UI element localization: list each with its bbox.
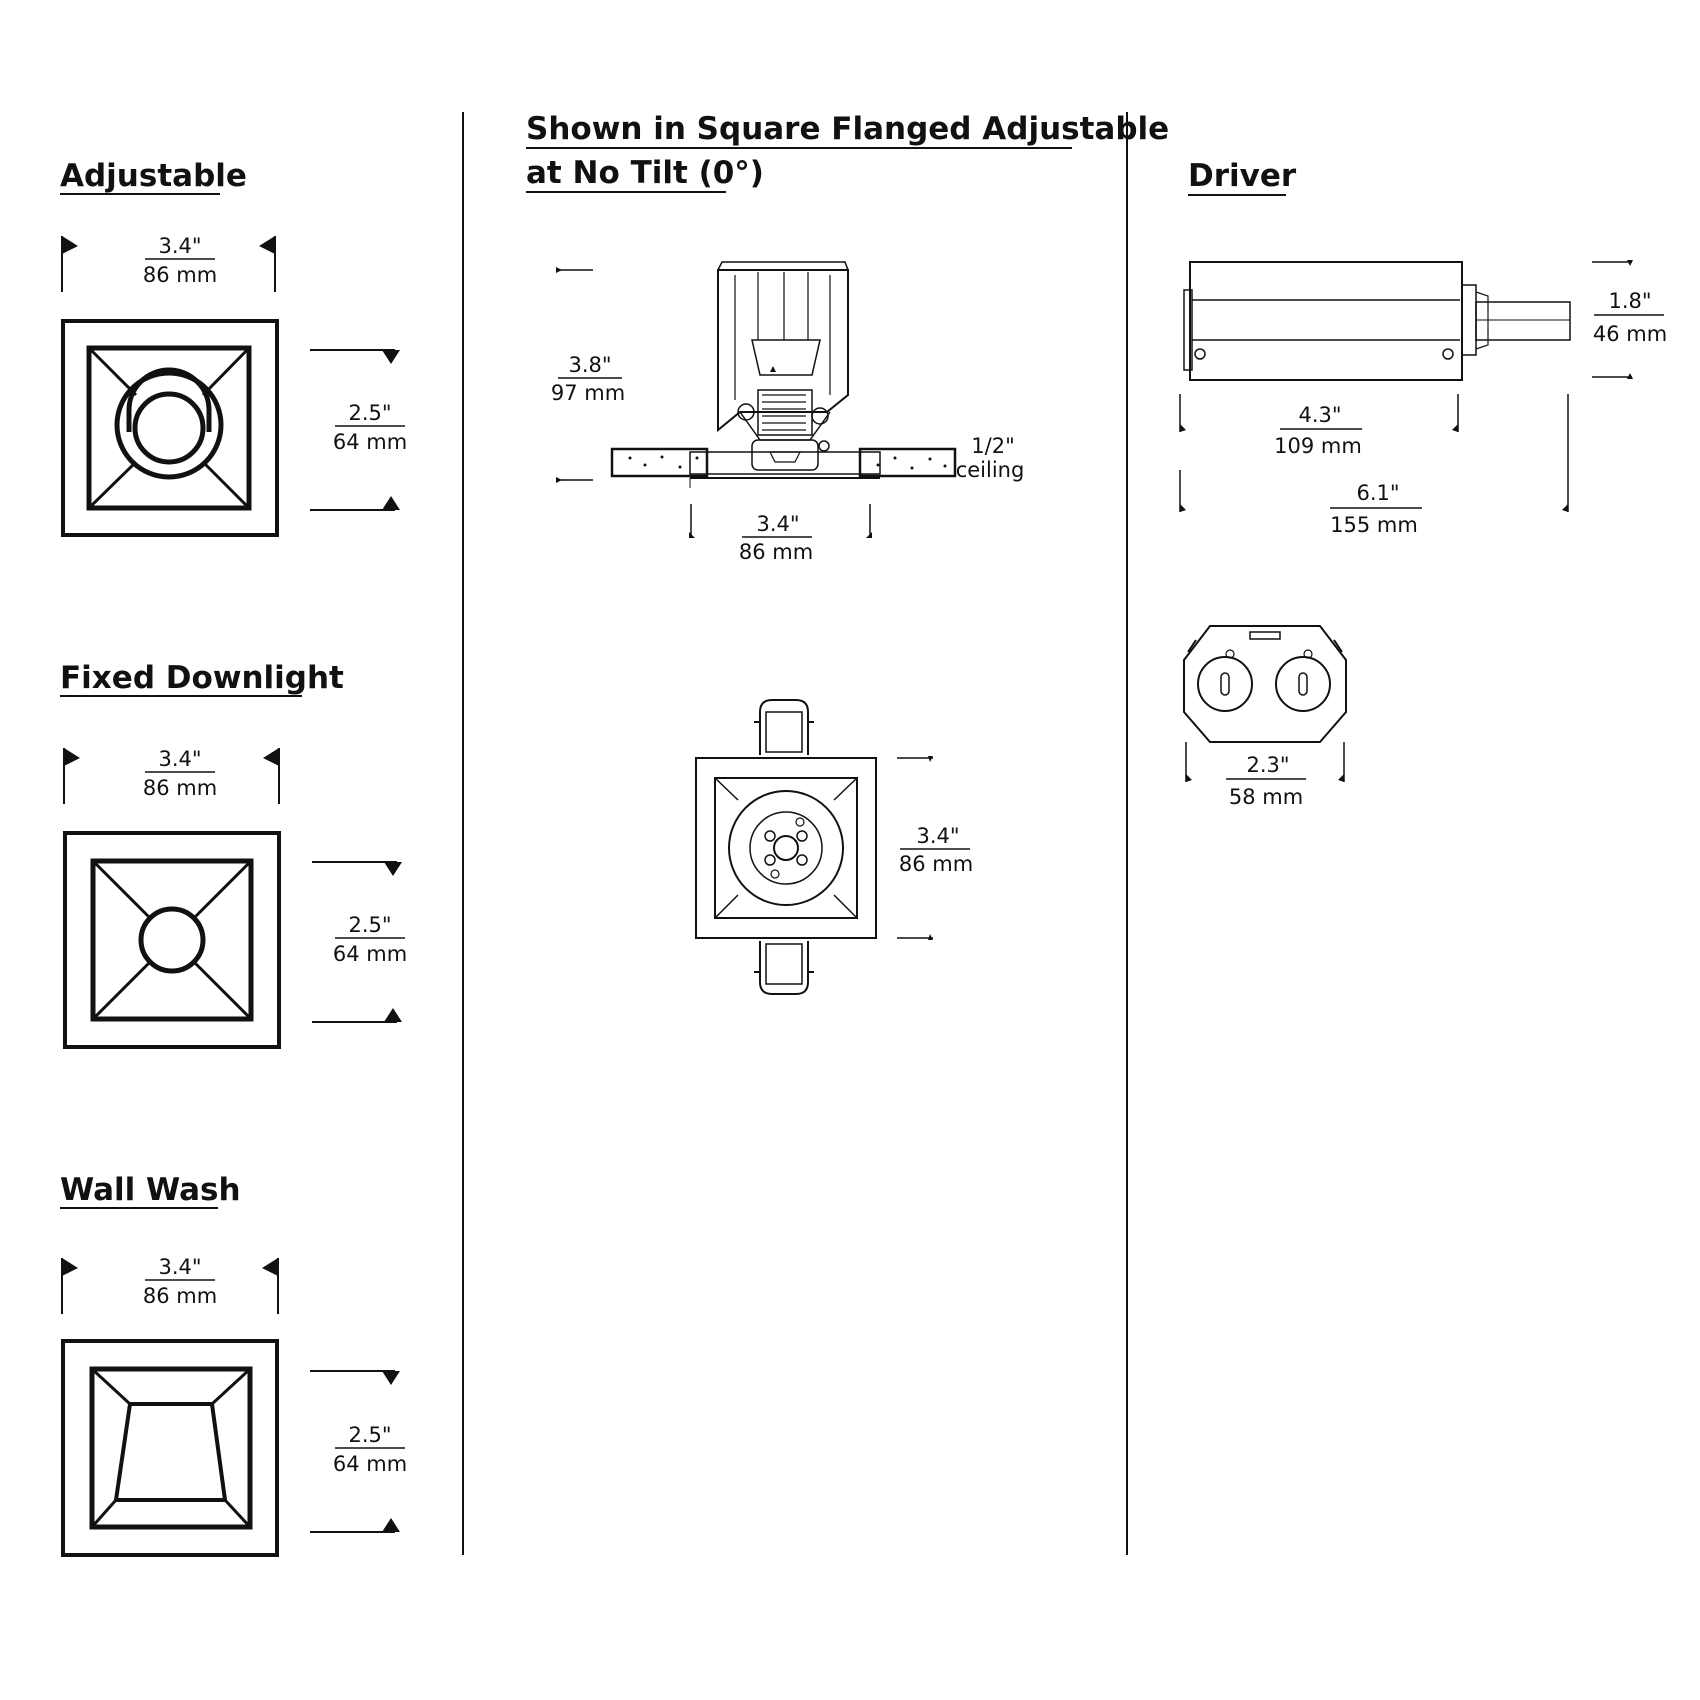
center-ceiling-label: ceiling (956, 458, 1025, 482)
adjustable-title: Adjustable (60, 158, 247, 194)
fixed-downlight-trim-drawing (63, 831, 281, 1049)
driver-end-width-mm: 58 mm (1229, 785, 1303, 809)
adjustable-section: Adjustable 3.4" 86 mm 2.5" 64 mm (60, 158, 407, 537)
driver-body-length-in: 4.3" (1298, 403, 1341, 427)
adjustable-width-in: 3.4" (158, 234, 201, 258)
center-section: Shown in Square Flanged Adjustable at No… (526, 111, 1169, 995)
driver-height-in: 1.8" (1608, 289, 1651, 313)
fixed-downlight-title: Fixed Downlight (60, 660, 344, 696)
center-plan-height-mm: 86 mm (899, 852, 973, 876)
driver-height-mm: 46 mm (1593, 322, 1667, 346)
wall-wash-section: Wall Wash 3.4" 86 mm 2.5" 64 mm (60, 1172, 407, 1557)
driver-end-width-in: 2.3" (1246, 753, 1289, 777)
center-ceiling-thickness: 1/2" (971, 434, 1014, 458)
driver-end-view (1183, 625, 1347, 743)
fixed-downlight-height-in: 2.5" (348, 913, 391, 937)
adjustable-width-mm: 86 mm (143, 263, 217, 287)
wall-wash-height-mm: 64 mm (333, 1452, 407, 1476)
adjustable-trim-drawing (61, 319, 279, 537)
center-plan-height-in: 3.4" (916, 824, 959, 848)
fixed-downlight-section: Fixed Downlight 3.4" 86 mm 2.5" 64 mm (60, 660, 407, 1049)
adjustable-height-in: 2.5" (348, 401, 391, 425)
fixture-plan-view (695, 699, 877, 995)
wall-wash-width-in: 3.4" (158, 1255, 201, 1279)
driver-total-length-mm: 155 mm (1330, 513, 1418, 537)
fixed-downlight-height-mm: 64 mm (333, 942, 407, 966)
driver-title: Driver (1188, 158, 1297, 194)
fixture-side-elevation (556, 261, 957, 488)
driver-section: Driver 1.8" 46 mm 4.3" 109 mm (1179, 158, 1667, 809)
center-width-in: 3.4" (756, 512, 799, 536)
driver-total-length-in: 6.1" (1356, 481, 1399, 505)
fixed-downlight-width-in: 3.4" (158, 747, 201, 771)
wall-wash-trim-drawing (61, 1339, 279, 1557)
center-height-mm: 97 mm (551, 381, 625, 405)
center-title-line1: Shown in Square Flanged Adjustable (526, 111, 1169, 147)
wall-wash-height-in: 2.5" (348, 1423, 391, 1447)
wall-wash-title: Wall Wash (60, 1172, 241, 1208)
center-width-mm: 86 mm (739, 540, 813, 564)
adjustable-height-mm: 64 mm (333, 430, 407, 454)
center-title-line2: at No Tilt (0°) (526, 155, 764, 191)
driver-body-length-mm: 109 mm (1274, 434, 1362, 458)
center-height-in: 3.8" (568, 353, 611, 377)
driver-side-drawing (1183, 261, 1571, 381)
wall-wash-width-mm: 86 mm (143, 1284, 217, 1308)
fixed-downlight-width-mm: 86 mm (143, 776, 217, 800)
